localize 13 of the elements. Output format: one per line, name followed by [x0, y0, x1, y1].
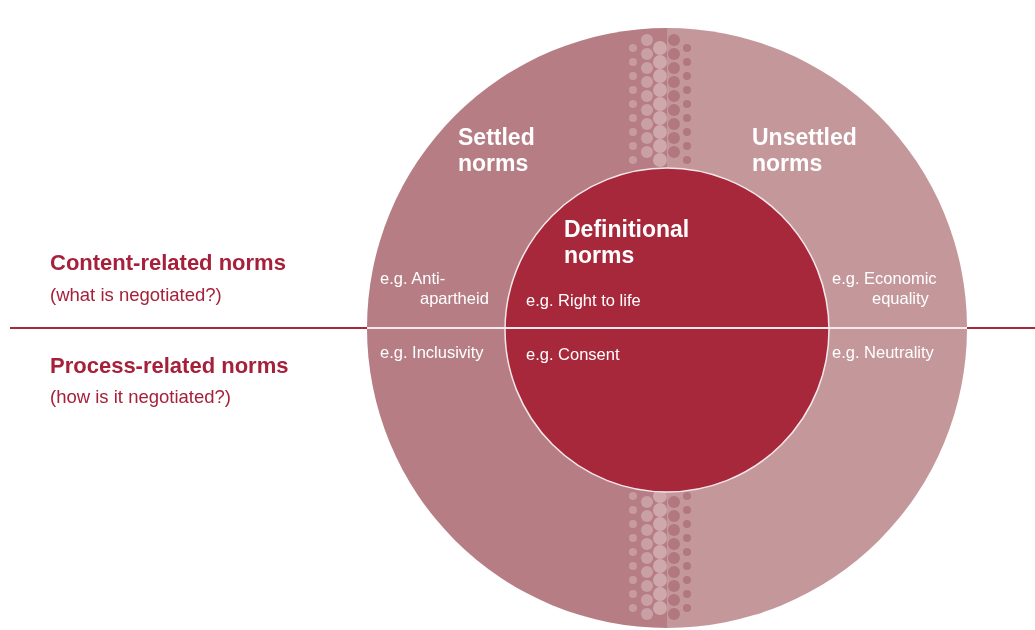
- example-text: e.g. Anti-apartheid: [380, 268, 490, 308]
- example-text: e.g. Right to life: [526, 290, 642, 310]
- example-text: e.g. Neutrality: [832, 342, 935, 362]
- axis-heading: Process-related norms: [50, 353, 289, 379]
- example-text: e.g. Consent: [526, 344, 621, 364]
- example-text: e.g. Economic equality: [832, 268, 938, 308]
- ring-heading: Settled norms: [458, 124, 536, 176]
- axis-subtitle: (what is negotiated?): [50, 284, 222, 306]
- ring-heading: Definitional norms: [564, 216, 691, 268]
- axis-heading: Content-related norms: [50, 250, 286, 276]
- axis-subtitle: (how is it negotiated?): [50, 386, 231, 408]
- ring-heading: Unsettled norms: [752, 124, 858, 176]
- example-text: e.g. Inclusivity: [380, 342, 485, 362]
